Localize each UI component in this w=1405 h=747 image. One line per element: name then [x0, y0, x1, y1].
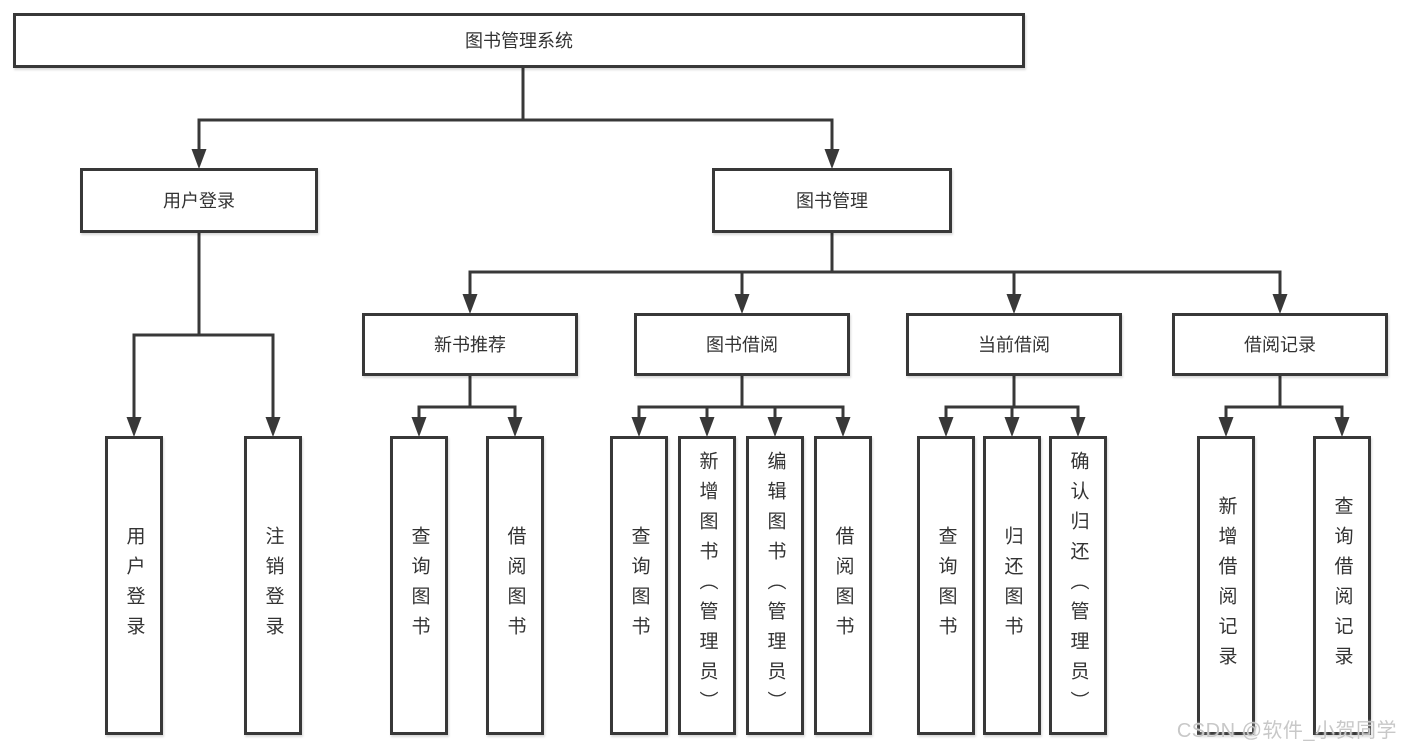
node-label: 借阅图书 [832, 525, 854, 646]
node-label: 新增借阅记录 [1215, 495, 1237, 676]
node-label: 查询图书 [628, 525, 650, 646]
node-label: 用户登录 [123, 525, 145, 646]
arrowhead-icon [411, 417, 427, 437]
arrowhead-icon [1006, 294, 1022, 314]
node-label: 新书推荐 [434, 334, 506, 355]
node-leaf-query-borrow-record: 查询借阅记录 [1313, 436, 1371, 735]
arrowhead-icon [938, 417, 954, 437]
node-label: 图书借阅 [706, 334, 778, 355]
arrowhead-icon [767, 417, 783, 437]
node-book-borrowing: 图书借阅 [634, 313, 850, 376]
node-user-login: 用户登录 [80, 168, 318, 233]
node-leaf-query-books-borrowing: 查询图书 [610, 436, 668, 735]
node-label: 注销登录 [262, 525, 284, 646]
arrowhead-icon [1272, 294, 1288, 314]
arrowhead-icon [1334, 417, 1350, 437]
node-leaf-logout: 注销登录 [244, 436, 302, 735]
node-borrowing-records: 借阅记录 [1172, 313, 1388, 376]
node-leaf-add-books-admin: 新增图书（管理员） [678, 436, 736, 735]
node-leaf-query-books-current: 查询图书 [917, 436, 975, 735]
arrowhead-icon [734, 294, 750, 314]
arrowhead-icon [265, 417, 281, 437]
arrowhead-icon [699, 417, 715, 437]
node-label: 图书管理系统 [465, 30, 573, 51]
node-leaf-user-login: 用户登录 [105, 436, 163, 735]
arrowhead-icon [462, 294, 478, 314]
node-label: 当前借阅 [978, 334, 1050, 355]
node-label: 新增图书（管理员） [696, 450, 718, 721]
node-label: 查询图书 [408, 525, 430, 646]
arrowhead-icon [1070, 417, 1086, 437]
node-root: 图书管理系统 [13, 13, 1025, 68]
node-label: 借阅图书 [504, 525, 526, 646]
arrowhead-icon [1004, 417, 1020, 437]
arrowhead-icon [126, 417, 142, 437]
node-label: 查询借阅记录 [1331, 495, 1353, 676]
node-leaf-return-books: 归还图书 [983, 436, 1041, 735]
node-leaf-borrow-books-borrowing: 借阅图书 [814, 436, 872, 735]
node-leaf-edit-books-admin: 编辑图书（管理员） [746, 436, 804, 735]
arrowhead-icon [631, 417, 647, 437]
node-leaf-add-borrow-record: 新增借阅记录 [1197, 436, 1255, 735]
node-leaf-confirm-return-admin: 确认归还（管理员） [1049, 436, 1107, 735]
node-label: 确认归还（管理员） [1067, 450, 1089, 721]
node-label: 图书管理 [796, 190, 868, 211]
arrowhead-icon [824, 149, 840, 169]
node-label: 归还图书 [1001, 525, 1023, 646]
arrowhead-icon [507, 417, 523, 437]
node-current-borrowing: 当前借阅 [906, 313, 1122, 376]
node-leaf-borrow-books-recommend: 借阅图书 [486, 436, 544, 735]
node-leaf-query-books-recommend: 查询图书 [390, 436, 448, 735]
node-new-book-recommendation: 新书推荐 [362, 313, 578, 376]
node-label: 查询图书 [935, 525, 957, 646]
arrowhead-icon [1218, 417, 1234, 437]
node-label: 借阅记录 [1244, 334, 1316, 355]
node-label: 用户登录 [163, 190, 235, 211]
arrowhead-icon [191, 149, 207, 169]
node-label: 编辑图书（管理员） [764, 450, 786, 721]
arrowhead-icon [835, 417, 851, 437]
node-book-management: 图书管理 [712, 168, 952, 233]
